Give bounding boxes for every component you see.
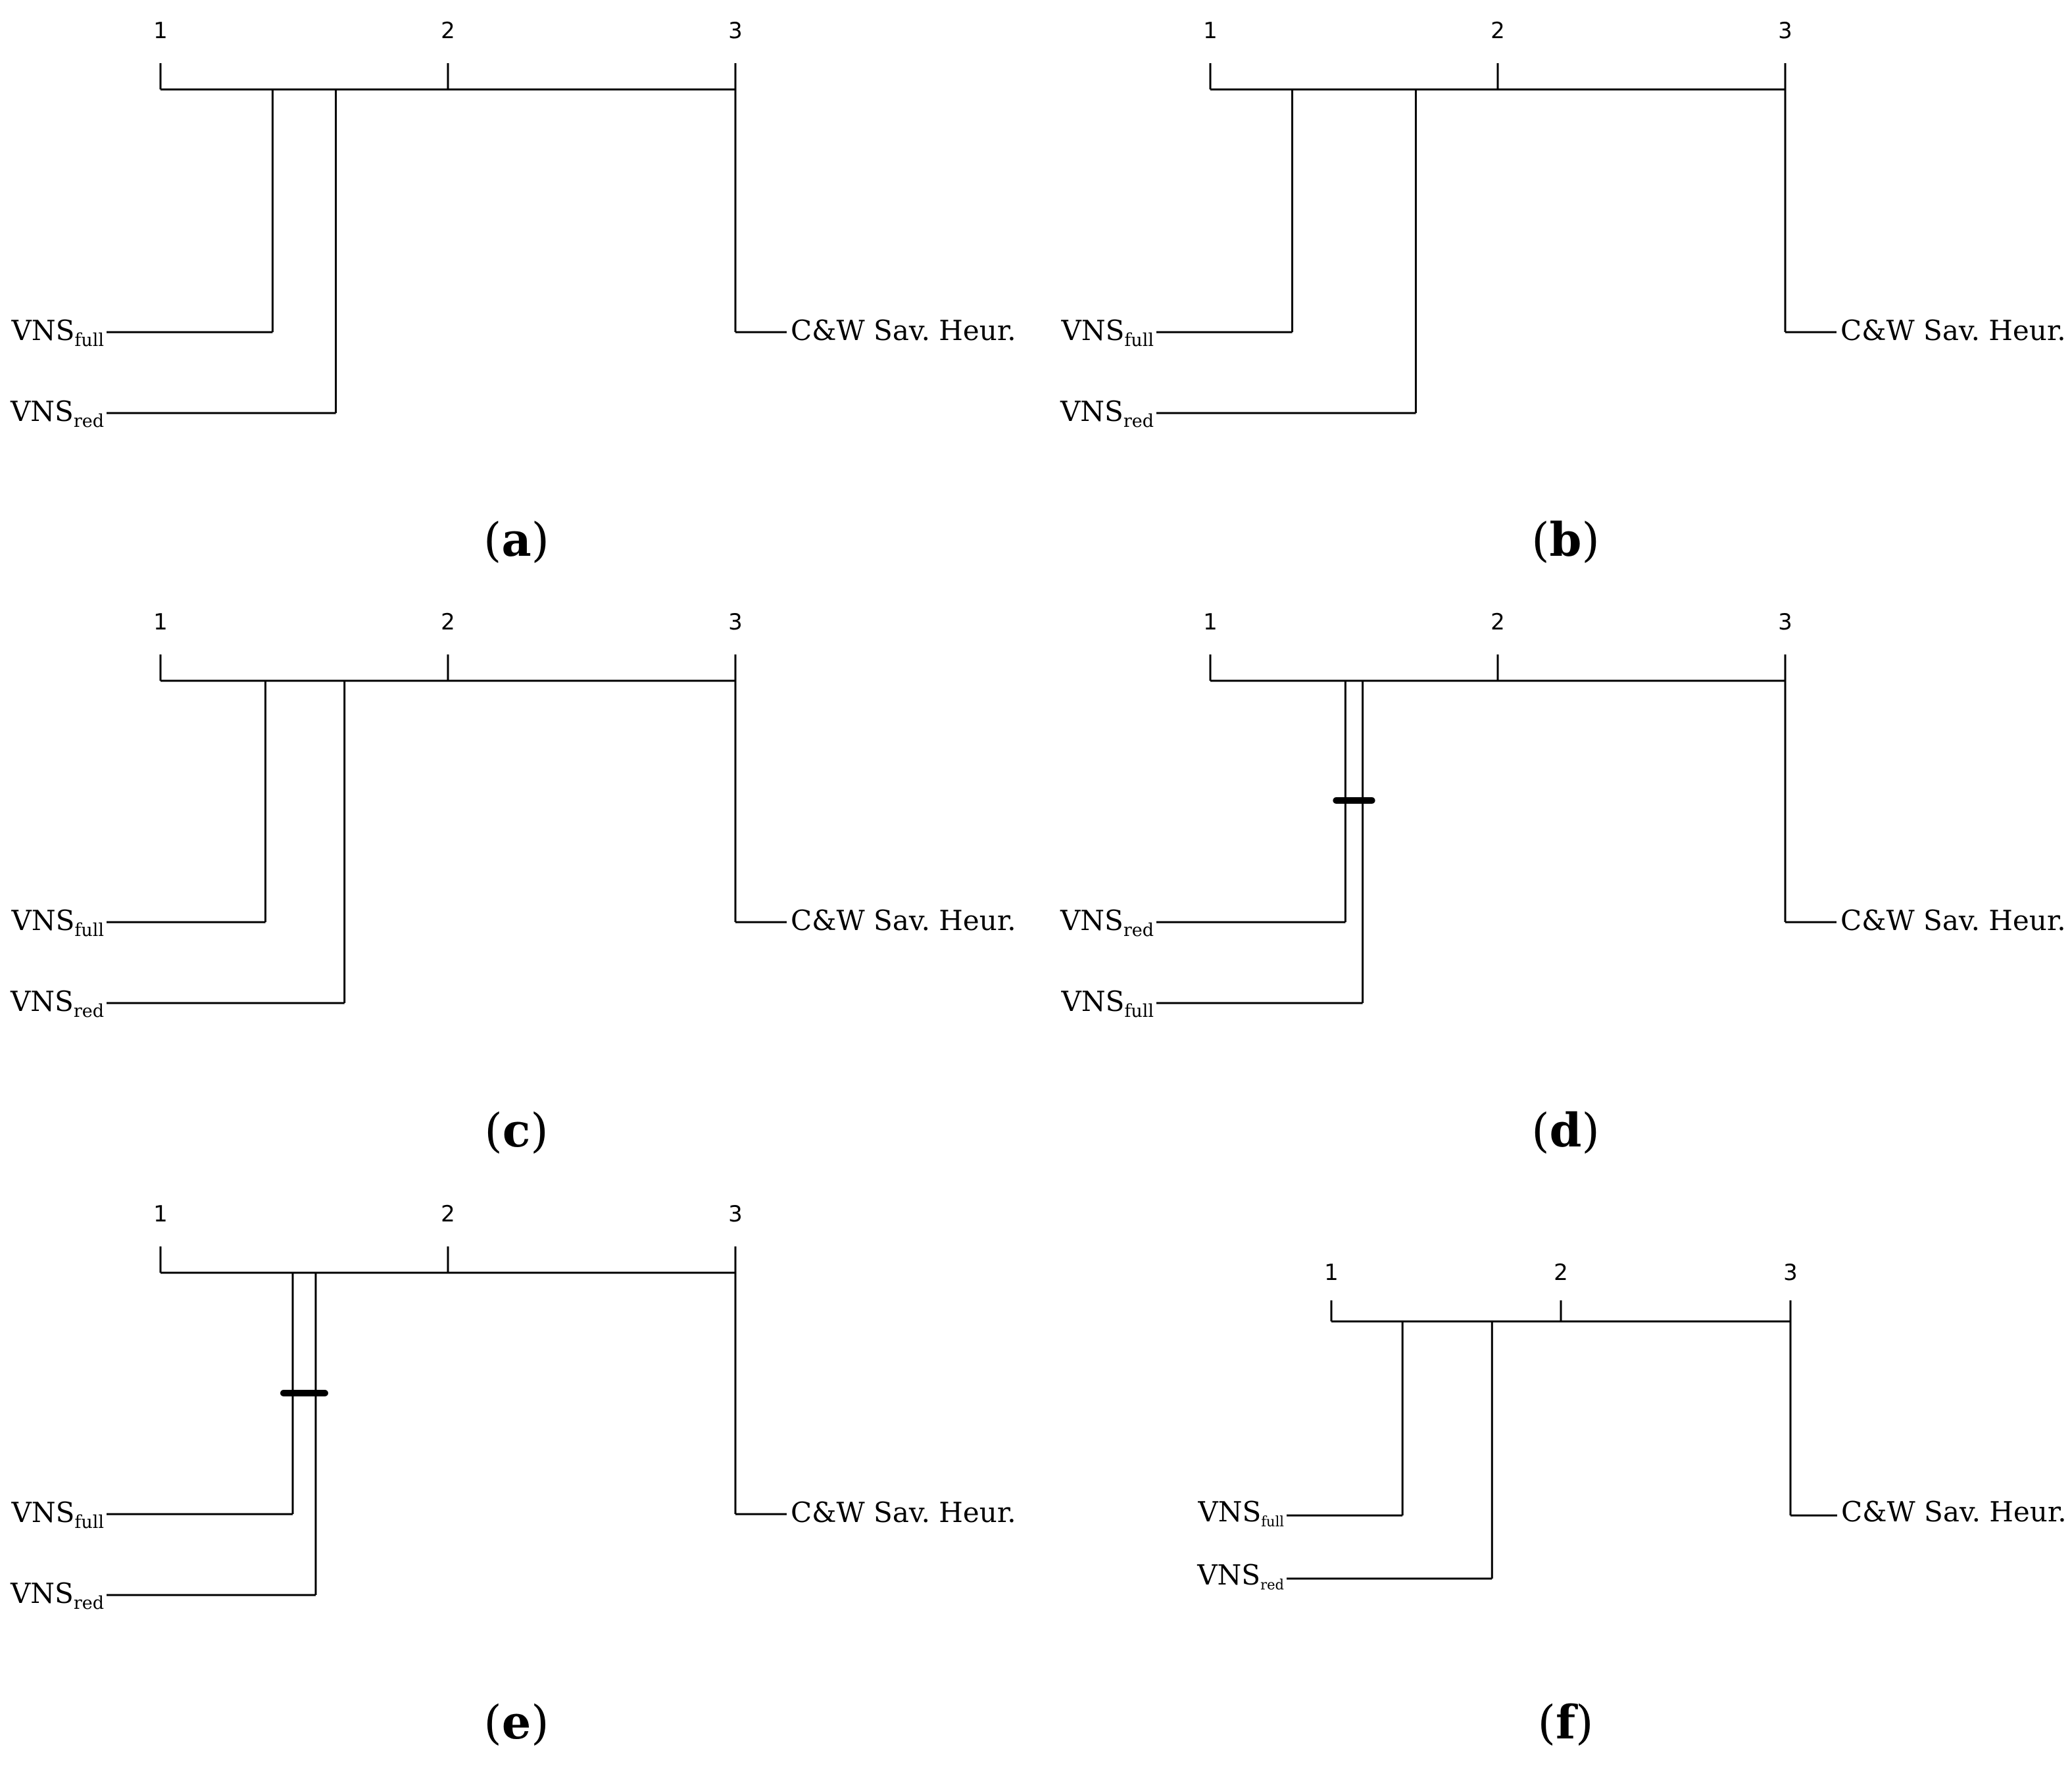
method-connector: VNSred bbox=[10, 89, 337, 431]
method-label: VNSfull bbox=[1060, 314, 1154, 351]
method-connector: VNSfull bbox=[11, 89, 274, 351]
panel-caption: (c) bbox=[484, 1103, 548, 1158]
axis-tick-label: 3 bbox=[728, 18, 743, 44]
axis-tick-label: 1 bbox=[1203, 609, 1218, 635]
method-label: VNSred bbox=[10, 395, 104, 431]
method-label: VNSred bbox=[1060, 904, 1154, 941]
method-connector: VNSred bbox=[1060, 681, 1346, 941]
method-label: C&W Sav. Heur. bbox=[791, 314, 1016, 347]
method-connector: VNSfull bbox=[11, 681, 267, 941]
axis-tick-label: 2 bbox=[1491, 18, 1505, 44]
axis-tick-label: 3 bbox=[728, 609, 743, 635]
method-label: VNSfull bbox=[11, 904, 104, 941]
axis-tick-label: 3 bbox=[1778, 18, 1792, 44]
axis-tick-label: 1 bbox=[1203, 18, 1218, 44]
axis-tick-label: 3 bbox=[1783, 1260, 1798, 1286]
method-label: C&W Sav. Heur. bbox=[1840, 314, 2066, 347]
method-connector: VNSred bbox=[10, 1273, 317, 1613]
method-connector: VNSred bbox=[1196, 1321, 1493, 1593]
panel-caption: (e) bbox=[483, 1695, 549, 1750]
panel-caption: (a) bbox=[483, 512, 549, 567]
method-connector: VNSred bbox=[10, 681, 346, 1021]
method-label: VNSred bbox=[10, 1577, 104, 1613]
axis-tick-label: 3 bbox=[1778, 609, 1792, 635]
axis-tick-label: 1 bbox=[153, 18, 168, 44]
method-label: C&W Sav. Heur. bbox=[1841, 1496, 2067, 1528]
method-connector: VNSfull bbox=[1060, 681, 1364, 1021]
method-label: VNSfull bbox=[11, 1496, 104, 1533]
method-connector: VNSfull bbox=[1197, 1321, 1404, 1530]
axis-tick-label: 2 bbox=[441, 1201, 455, 1227]
method-connector: VNSred bbox=[1060, 89, 1417, 431]
panel-caption: (f) bbox=[1538, 1695, 1594, 1750]
axis-tick-label: 2 bbox=[441, 609, 455, 635]
axis-tick-label: 2 bbox=[441, 18, 455, 44]
method-connector: C&W Sav. Heur. bbox=[1784, 89, 2066, 347]
axis-tick-label: 1 bbox=[153, 1201, 168, 1227]
method-label: VNSfull bbox=[1060, 985, 1154, 1021]
axis-tick-label: 2 bbox=[1554, 1260, 1568, 1286]
method-connector: C&W Sav. Heur. bbox=[1789, 1321, 2067, 1528]
method-label: C&W Sav. Heur. bbox=[791, 904, 1016, 937]
method-label: VNSred bbox=[10, 985, 104, 1021]
method-connector: C&W Sav. Heur. bbox=[734, 89, 1016, 347]
method-connector: VNSfull bbox=[11, 1273, 294, 1533]
method-label: VNSfull bbox=[1197, 1496, 1284, 1529]
method-label: C&W Sav. Heur. bbox=[1840, 904, 2066, 937]
axis-tick-label: 1 bbox=[153, 609, 168, 635]
method-connector: C&W Sav. Heur. bbox=[734, 681, 1016, 937]
panel-caption: (b) bbox=[1531, 512, 1600, 567]
axis-tick-label: 1 bbox=[1324, 1260, 1339, 1286]
method-connector: C&W Sav. Heur. bbox=[734, 1273, 1016, 1529]
panel-caption: (d) bbox=[1531, 1103, 1600, 1158]
method-connector: VNSfull bbox=[1060, 89, 1294, 351]
method-label: VNSred bbox=[1060, 395, 1154, 431]
method-connector: C&W Sav. Heur. bbox=[1784, 681, 2066, 937]
method-label: C&W Sav. Heur. bbox=[791, 1496, 1016, 1529]
axis-tick-label: 2 bbox=[1491, 609, 1505, 635]
axis-tick-label: 3 bbox=[728, 1201, 743, 1227]
method-label: VNSfull bbox=[11, 314, 104, 351]
method-label: VNSred bbox=[1196, 1559, 1284, 1592]
